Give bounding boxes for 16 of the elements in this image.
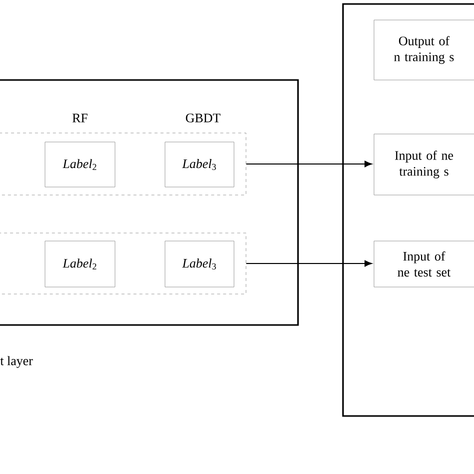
model-label: GBDT	[186, 114, 220, 122]
output-box: Output of n training s	[374, 20, 474, 80]
label-box: Label$_{2}$	[44, 142, 116, 188]
group-box	[0, 232, 246, 294]
layer-frame	[342, 3, 474, 417]
arrow	[246, 160, 372, 168]
arrow	[246, 260, 372, 267]
layer-label: t layer	[0, 356, 33, 368]
label-box: Label$_{3}$	[164, 142, 234, 188]
label-box: Label$_{2}$	[44, 240, 116, 288]
group-box	[0, 132, 246, 196]
layer-frame	[0, 79, 299, 326]
input-box: Input of ne training s	[374, 134, 474, 196]
label-box: Label$_{3}$	[164, 240, 234, 288]
model-label: RF	[72, 114, 88, 122]
input-box: Input of ne test set	[374, 240, 474, 288]
